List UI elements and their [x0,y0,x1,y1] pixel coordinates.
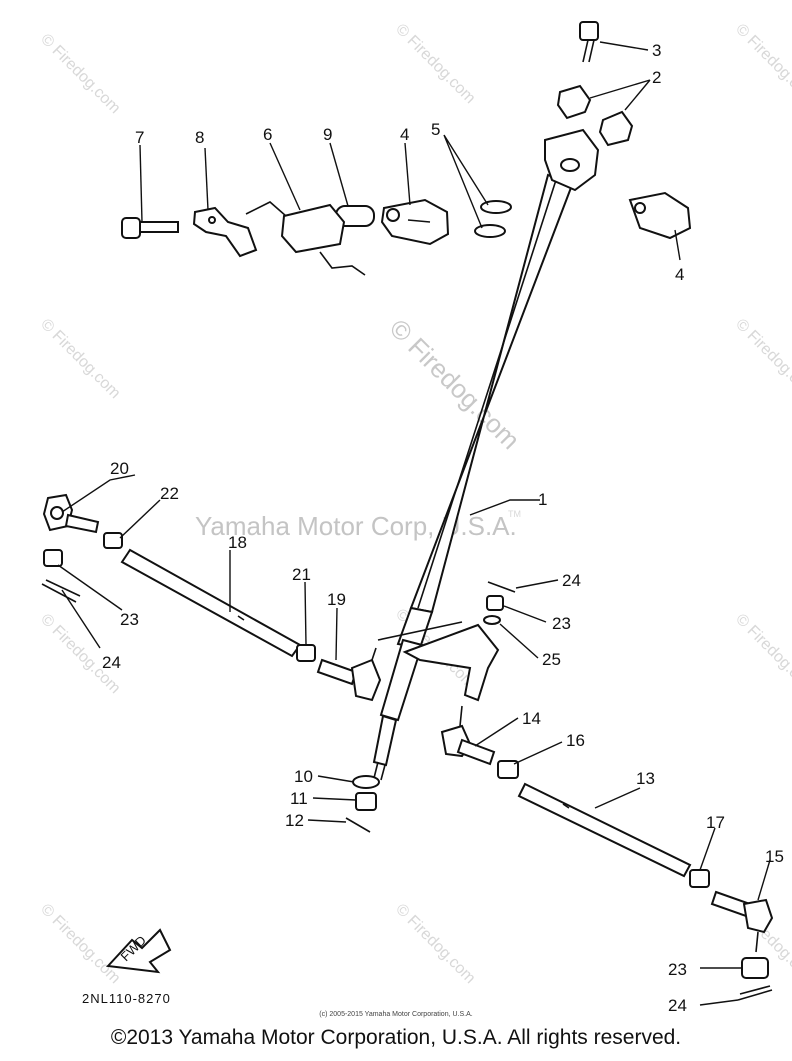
nut-17 [689,869,710,888]
callout-22: 22 [160,484,179,503]
callout-11: 11 [290,789,308,808]
callout-3: 3 [652,41,661,60]
copyright-footer: ©2013 Yamaha Motor Corporation, U.S.A. A… [110,1026,682,1049]
callout-7: 7 [135,128,144,147]
callout-25: 25 [542,650,561,669]
callout-15: 15 [765,847,784,866]
callout-23: 23 [552,614,571,633]
nut-11 [355,792,377,811]
callout-17: 17 [706,813,725,832]
watermark-tm: TM [508,509,521,519]
lever-8 [192,206,258,258]
cotter-24-right [737,985,773,1001]
leader-lines [57,41,771,1006]
rod-end-20 [42,493,100,534]
callout-numbers: 1 2 3 4 4 5 6 7 8 9 10 11 12 13 14 15 16… [102,41,784,1015]
callout-24: 24 [102,653,121,672]
callout-24: 24 [562,571,581,590]
cotter-24-top [487,581,516,593]
callout-2: 2 [652,68,661,87]
diagram-code: 2NL110-8270 [82,991,171,1006]
watermark-site: © Firedog.com [392,901,478,987]
bolt-7 [121,217,179,239]
watermark-layer: © Firedog.com © Firedog.com © Firedog.co… [37,21,792,987]
callout-24: 24 [668,996,687,1015]
clamp-right-4 [628,191,692,240]
callout-18: 18 [228,533,247,552]
pitman-arm [377,621,500,702]
nut-16 [497,760,519,779]
nut-23-left [43,549,63,567]
callout-6: 6 [263,125,272,144]
watermark-site: © Firedog.com [732,21,792,107]
forward-arrow-icon: FWD [105,928,172,974]
rod-end-14 [440,705,496,766]
bolt-3 [579,21,599,63]
small-copyright: (c) 2005-2015 Yamaha Motor Corporation, … [319,1011,473,1018]
watermark-site: © Firedog.com [37,316,123,402]
nut-21 [296,644,316,662]
rod-end-15 [710,890,774,953]
callout-8: 8 [195,128,204,147]
watermark-site: © Firedog.com [37,901,123,987]
watermark-site: © Firedog.com [392,21,478,107]
tie-rod-13 [517,782,692,878]
washers-5 [474,200,512,238]
callout-19: 19 [327,590,346,609]
plate-6 [245,201,366,276]
callout-20: 20 [110,459,129,478]
nut-23-top [486,595,504,611]
callout-23: 23 [668,960,687,979]
clamp-left-4 [380,198,450,246]
callout-14: 14 [522,709,541,728]
washer-25 [483,615,501,625]
watermark-site: © Firedog.com [37,31,123,117]
upper-bracket [544,128,600,192]
watermark-site: © Firedog.com [732,611,792,697]
callout-10: 10 [294,767,313,786]
watermark-site-center: © Firedog.com [384,313,526,455]
washer-10 [352,775,380,789]
nut-22 [103,532,123,549]
callout-1: 1 [538,490,547,509]
callout-5: 5 [431,120,440,139]
tie-rod-18 [120,548,302,658]
watermark-site: © Firedog.com [732,316,792,402]
callout-13: 13 [636,769,655,788]
watermark-center: Yamaha Motor Corp, U.S.A. [195,511,517,541]
cotter-24-left [41,579,81,603]
callout-4: 4 [400,125,409,144]
callout-9: 9 [323,125,332,144]
rod-end-19 [316,647,382,702]
callout-16: 16 [566,731,585,750]
callout-12: 12 [285,811,304,830]
callout-23: 23 [120,610,139,629]
callout-4: 4 [675,265,684,284]
callout-21: 21 [292,565,311,584]
handlebar-holders [556,84,634,147]
nut-23-right [741,957,769,979]
cotter-12 [345,817,371,833]
